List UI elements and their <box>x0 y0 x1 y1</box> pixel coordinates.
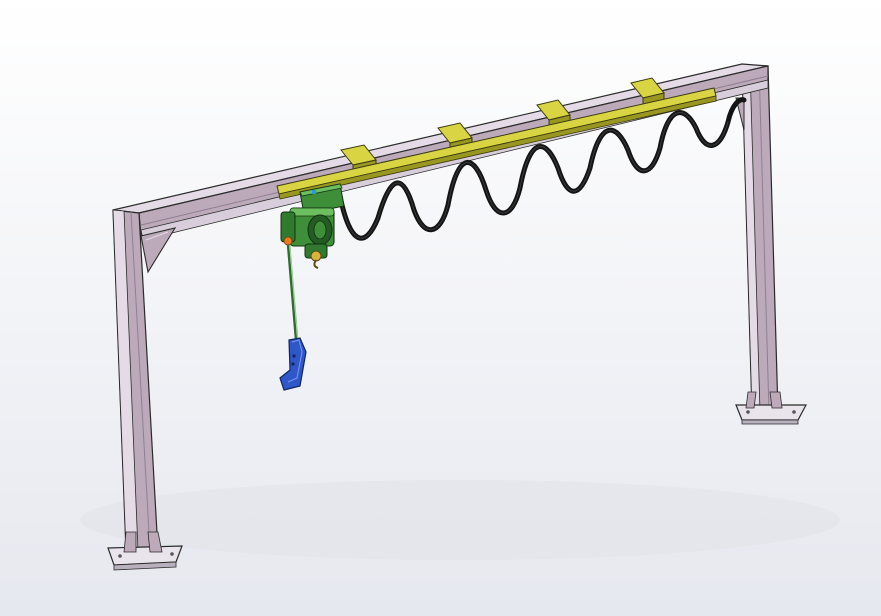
ground-shadow <box>80 480 840 560</box>
right-column[interactable] <box>735 65 779 413</box>
pendant-controller[interactable] <box>279 337 307 391</box>
limit-marker-icon <box>283 236 293 246</box>
electric-hoist[interactable] <box>280 183 345 269</box>
yellow-rail[interactable] <box>276 87 717 200</box>
control-cable[interactable] <box>286 244 299 341</box>
right-base-plate[interactable] <box>735 391 807 425</box>
left-base-plate[interactable] <box>107 531 183 571</box>
festoon-cable[interactable] <box>337 97 747 241</box>
